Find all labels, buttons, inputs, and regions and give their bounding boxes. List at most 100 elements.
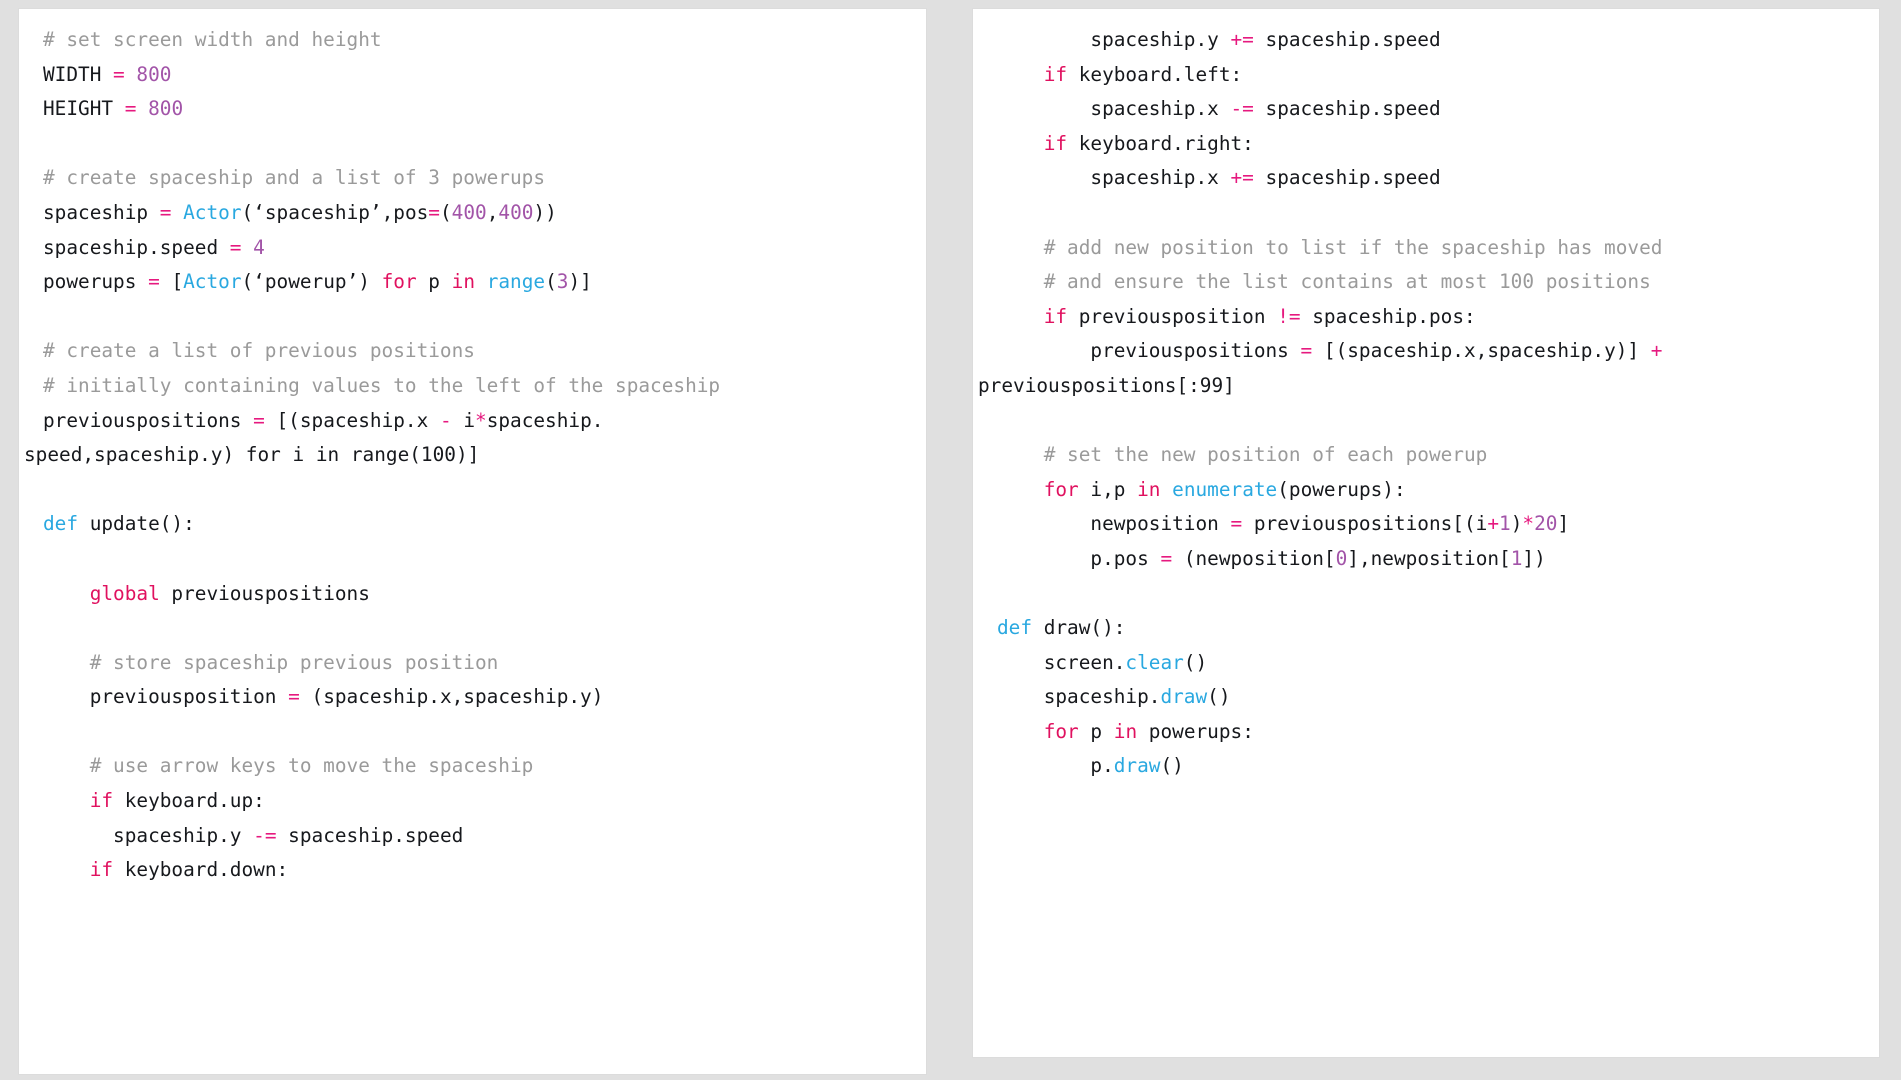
- code-token-pl: spaceship.speed: [43, 235, 230, 259]
- code-token-pl: (spaceship.x,spaceship.y): [299, 685, 604, 709]
- code-line: spaceship.speed = 4: [19, 231, 926, 266]
- code-token-pl: previouspositions: [159, 581, 370, 605]
- code-line: if keyboard.down:: [19, 853, 926, 888]
- code-line-blank: [973, 577, 1879, 612]
- code-token-kw: if: [1043, 304, 1068, 328]
- code-line-blank: [19, 611, 926, 646]
- code-token-kw: if: [1043, 131, 1068, 155]
- code-token-op: =: [124, 97, 137, 121]
- code-token-pl: spaceship.speed: [276, 823, 464, 847]
- code-token-kw: for: [381, 270, 417, 294]
- code-line: p.pos = (newposition[0],newposition[1]): [973, 542, 1879, 577]
- code-token-op: =: [113, 62, 125, 86]
- code-token-kw: in: [1113, 719, 1138, 743]
- code-token-kw: if: [89, 789, 114, 813]
- code-line: # initially containing values to the lef…: [19, 369, 926, 404]
- code-line: if keyboard.left:: [973, 58, 1879, 93]
- code-line: spaceship.y -= spaceship.speed: [19, 819, 926, 854]
- code-token-kw: in: [451, 270, 476, 294]
- code-line: previouspositions = [(spaceship.x - i*sp…: [19, 404, 926, 439]
- code-token-op: =: [288, 685, 300, 709]
- code-line: WIDTH = 800: [19, 58, 926, 93]
- code-token-pl: previouspositions: [43, 408, 254, 432]
- code-token-bi: def: [43, 512, 79, 536]
- code-line: # use arrow keys to move the spaceship: [19, 749, 926, 784]
- code-token-pl: previouspositions[(i: [1242, 512, 1488, 536]
- code-token-pl: keyboard.up:: [113, 789, 265, 813]
- code-line: def update():: [19, 507, 926, 542]
- code-line: spaceship.y += spaceship.speed: [973, 23, 1879, 58]
- code-token-num: 400: [451, 200, 487, 224]
- code-token-num: 800: [136, 62, 172, 86]
- code-line: # and ensure the list contains at most 1…: [973, 265, 1879, 300]
- code-token-kw: in: [1137, 477, 1161, 501]
- code-token-pl: [43, 582, 90, 605]
- code-token-pl: (): [1183, 650, 1208, 674]
- code-token-pl: p: [416, 270, 452, 294]
- code-token-pl: previouspositions[:99]: [978, 373, 1235, 397]
- code-token-pl: [171, 201, 183, 224]
- code-token-pl: (‘powerup’): [241, 270, 382, 294]
- code-line-blank: [19, 473, 926, 508]
- code-block-right[interactable]: spaceship.y += spaceship.speed if keyboa…: [973, 9, 1879, 784]
- code-token-op: =: [1300, 339, 1313, 363]
- code-token-bi: def: [997, 616, 1033, 640]
- code-token-op: -: [439, 408, 452, 432]
- code-token-pl: HEIGHT: [43, 97, 125, 121]
- code-token-op: =: [1160, 546, 1173, 570]
- code-token-pl: [43, 858, 90, 881]
- code-token-pl: keyboard.right:: [1067, 131, 1254, 155]
- code-token-com: # set screen width and height: [43, 28, 382, 51]
- code-token-num: 20: [1534, 512, 1558, 536]
- code-token-pl: spaceship.speed: [1253, 28, 1441, 51]
- code-token-pl: [43, 651, 90, 674]
- code-token-pl: spaceship.x: [997, 97, 1231, 121]
- code-token-pl: [997, 305, 1044, 328]
- code-token-bi: draw: [1113, 754, 1161, 778]
- code-token-pl: spaceship.y: [997, 28, 1231, 51]
- code-token-kw: global: [89, 581, 160, 605]
- code-token-pl: spaceship.pos:: [1300, 304, 1476, 328]
- code-line: # create spaceship and a list of 3 power…: [19, 161, 926, 196]
- code-token-num: 400: [498, 200, 534, 224]
- code-token-op: =: [229, 235, 242, 259]
- code-token-op: -=: [1230, 97, 1254, 121]
- code-line: p.draw(): [973, 749, 1879, 784]
- code-line: if previousposition != spaceship.pos:: [973, 300, 1879, 335]
- code-token-com: # create spaceship and a list of 3 power…: [43, 166, 545, 190]
- code-token-com: # and ensure the list contains at most 1…: [1043, 270, 1651, 294]
- code-token-pl: [43, 754, 90, 777]
- code-token-num: 4: [253, 235, 265, 259]
- code-line: previousposition = (spaceship.x,spaceshi…: [19, 680, 926, 715]
- code-token-bi: range: [486, 270, 546, 294]
- code-line-blank: [19, 300, 926, 335]
- code-token-pl: [997, 132, 1044, 155]
- code-token-pl: [43, 789, 90, 812]
- code-line: HEIGHT = 800: [19, 92, 926, 127]
- code-token-pl: p.: [997, 754, 1114, 778]
- code-line: # set screen width and height: [19, 23, 926, 58]
- code-line: previouspositions = [(spaceship.x,spaces…: [973, 334, 1879, 369]
- code-token-pl: i,p: [1078, 477, 1138, 501]
- code-token-pl: [125, 63, 137, 86]
- code-token-pl: ): [1510, 512, 1523, 536]
- code-panel-right[interactable]: spaceship.y += spaceship.speed if keyboa…: [972, 8, 1880, 1058]
- code-line: # add new position to list if the spaces…: [973, 231, 1879, 266]
- code-token-com: # add new position to list if the spaces…: [1043, 235, 1663, 259]
- code-token-pl: WIDTH: [43, 62, 114, 86]
- code-token-pl: (‘spaceship’,pos: [241, 200, 429, 224]
- code-token-num: 0: [1335, 546, 1348, 570]
- code-token-pl: speed,spaceship.y) for i in range(100)]: [24, 443, 480, 467]
- code-token-op: =: [1230, 512, 1243, 536]
- code-line-blank: [973, 404, 1879, 439]
- code-token-pl: ]: [1557, 512, 1570, 536]
- code-token-pl: spaceship.y: [43, 823, 254, 847]
- code-token-pl: keyboard.down:: [113, 858, 289, 882]
- code-token-pl: [136, 97, 148, 120]
- code-token-pl: spaceship.: [486, 408, 604, 432]
- code-line: powerups = [Actor(‘powerup’) for p in ra…: [19, 265, 926, 300]
- code-token-pl: [997, 478, 1044, 501]
- code-token-pl: ]): [1522, 546, 1546, 570]
